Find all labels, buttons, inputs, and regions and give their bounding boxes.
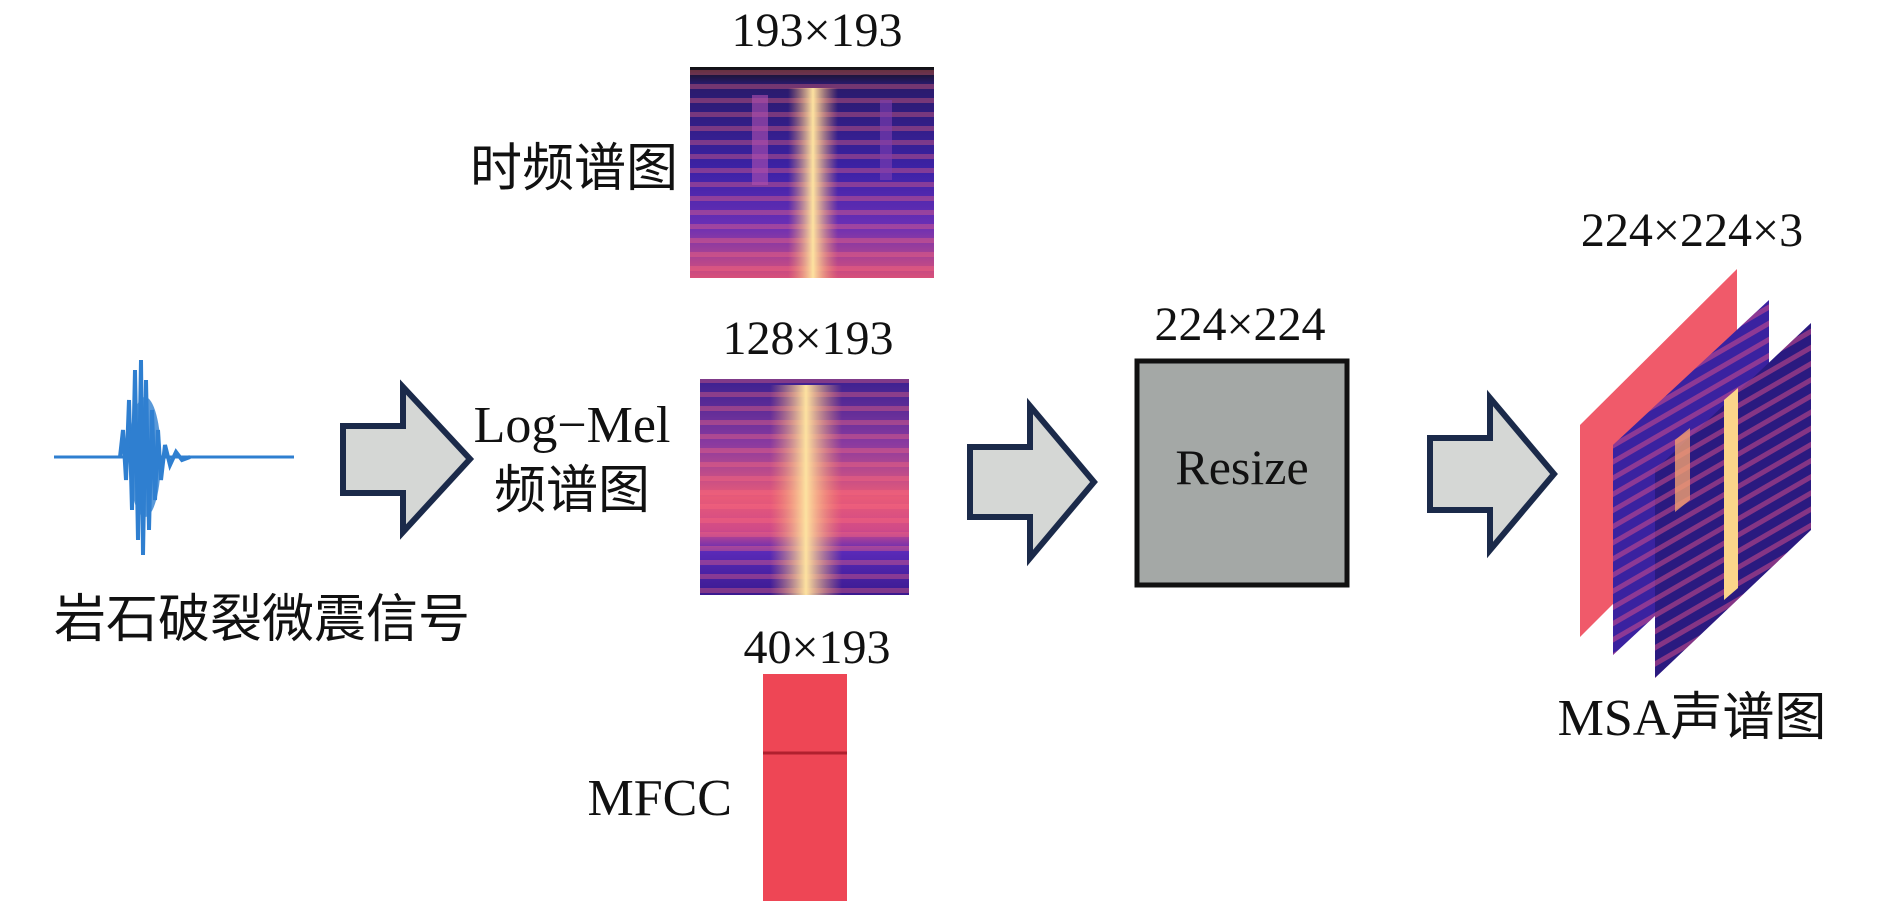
msa-size: 224×224×3 xyxy=(1581,204,1803,257)
mfcc-size: 40×193 xyxy=(743,621,890,674)
waveform-signal xyxy=(54,359,294,556)
resize-size: 224×224 xyxy=(1154,298,1325,351)
signal-label: 岩石破裂微震信号 xyxy=(54,592,470,649)
spectrogram-label: 时频谱图 xyxy=(470,141,678,198)
arrow-right-icon xyxy=(1427,389,1558,559)
logmel-size: 128×193 xyxy=(722,312,893,365)
msa-label: MSA声谱图 xyxy=(1558,690,1827,747)
spectrogram-image xyxy=(690,67,934,278)
resize-box xyxy=(1134,358,1350,588)
mfcc-image xyxy=(763,674,847,901)
logmel-image xyxy=(700,379,909,595)
logmel-label-line2: 频谱图 xyxy=(494,463,650,520)
logmel-label-line1: Log−Mel xyxy=(474,397,671,454)
spectrogram-size: 193×193 xyxy=(731,4,902,57)
mfcc-label: MFCC xyxy=(587,770,732,827)
msa-stacked-planes xyxy=(1580,269,1811,678)
arrow-right-icon xyxy=(967,397,1098,567)
resize-label: Resize xyxy=(1175,439,1308,495)
arrow-right-icon xyxy=(340,379,475,540)
